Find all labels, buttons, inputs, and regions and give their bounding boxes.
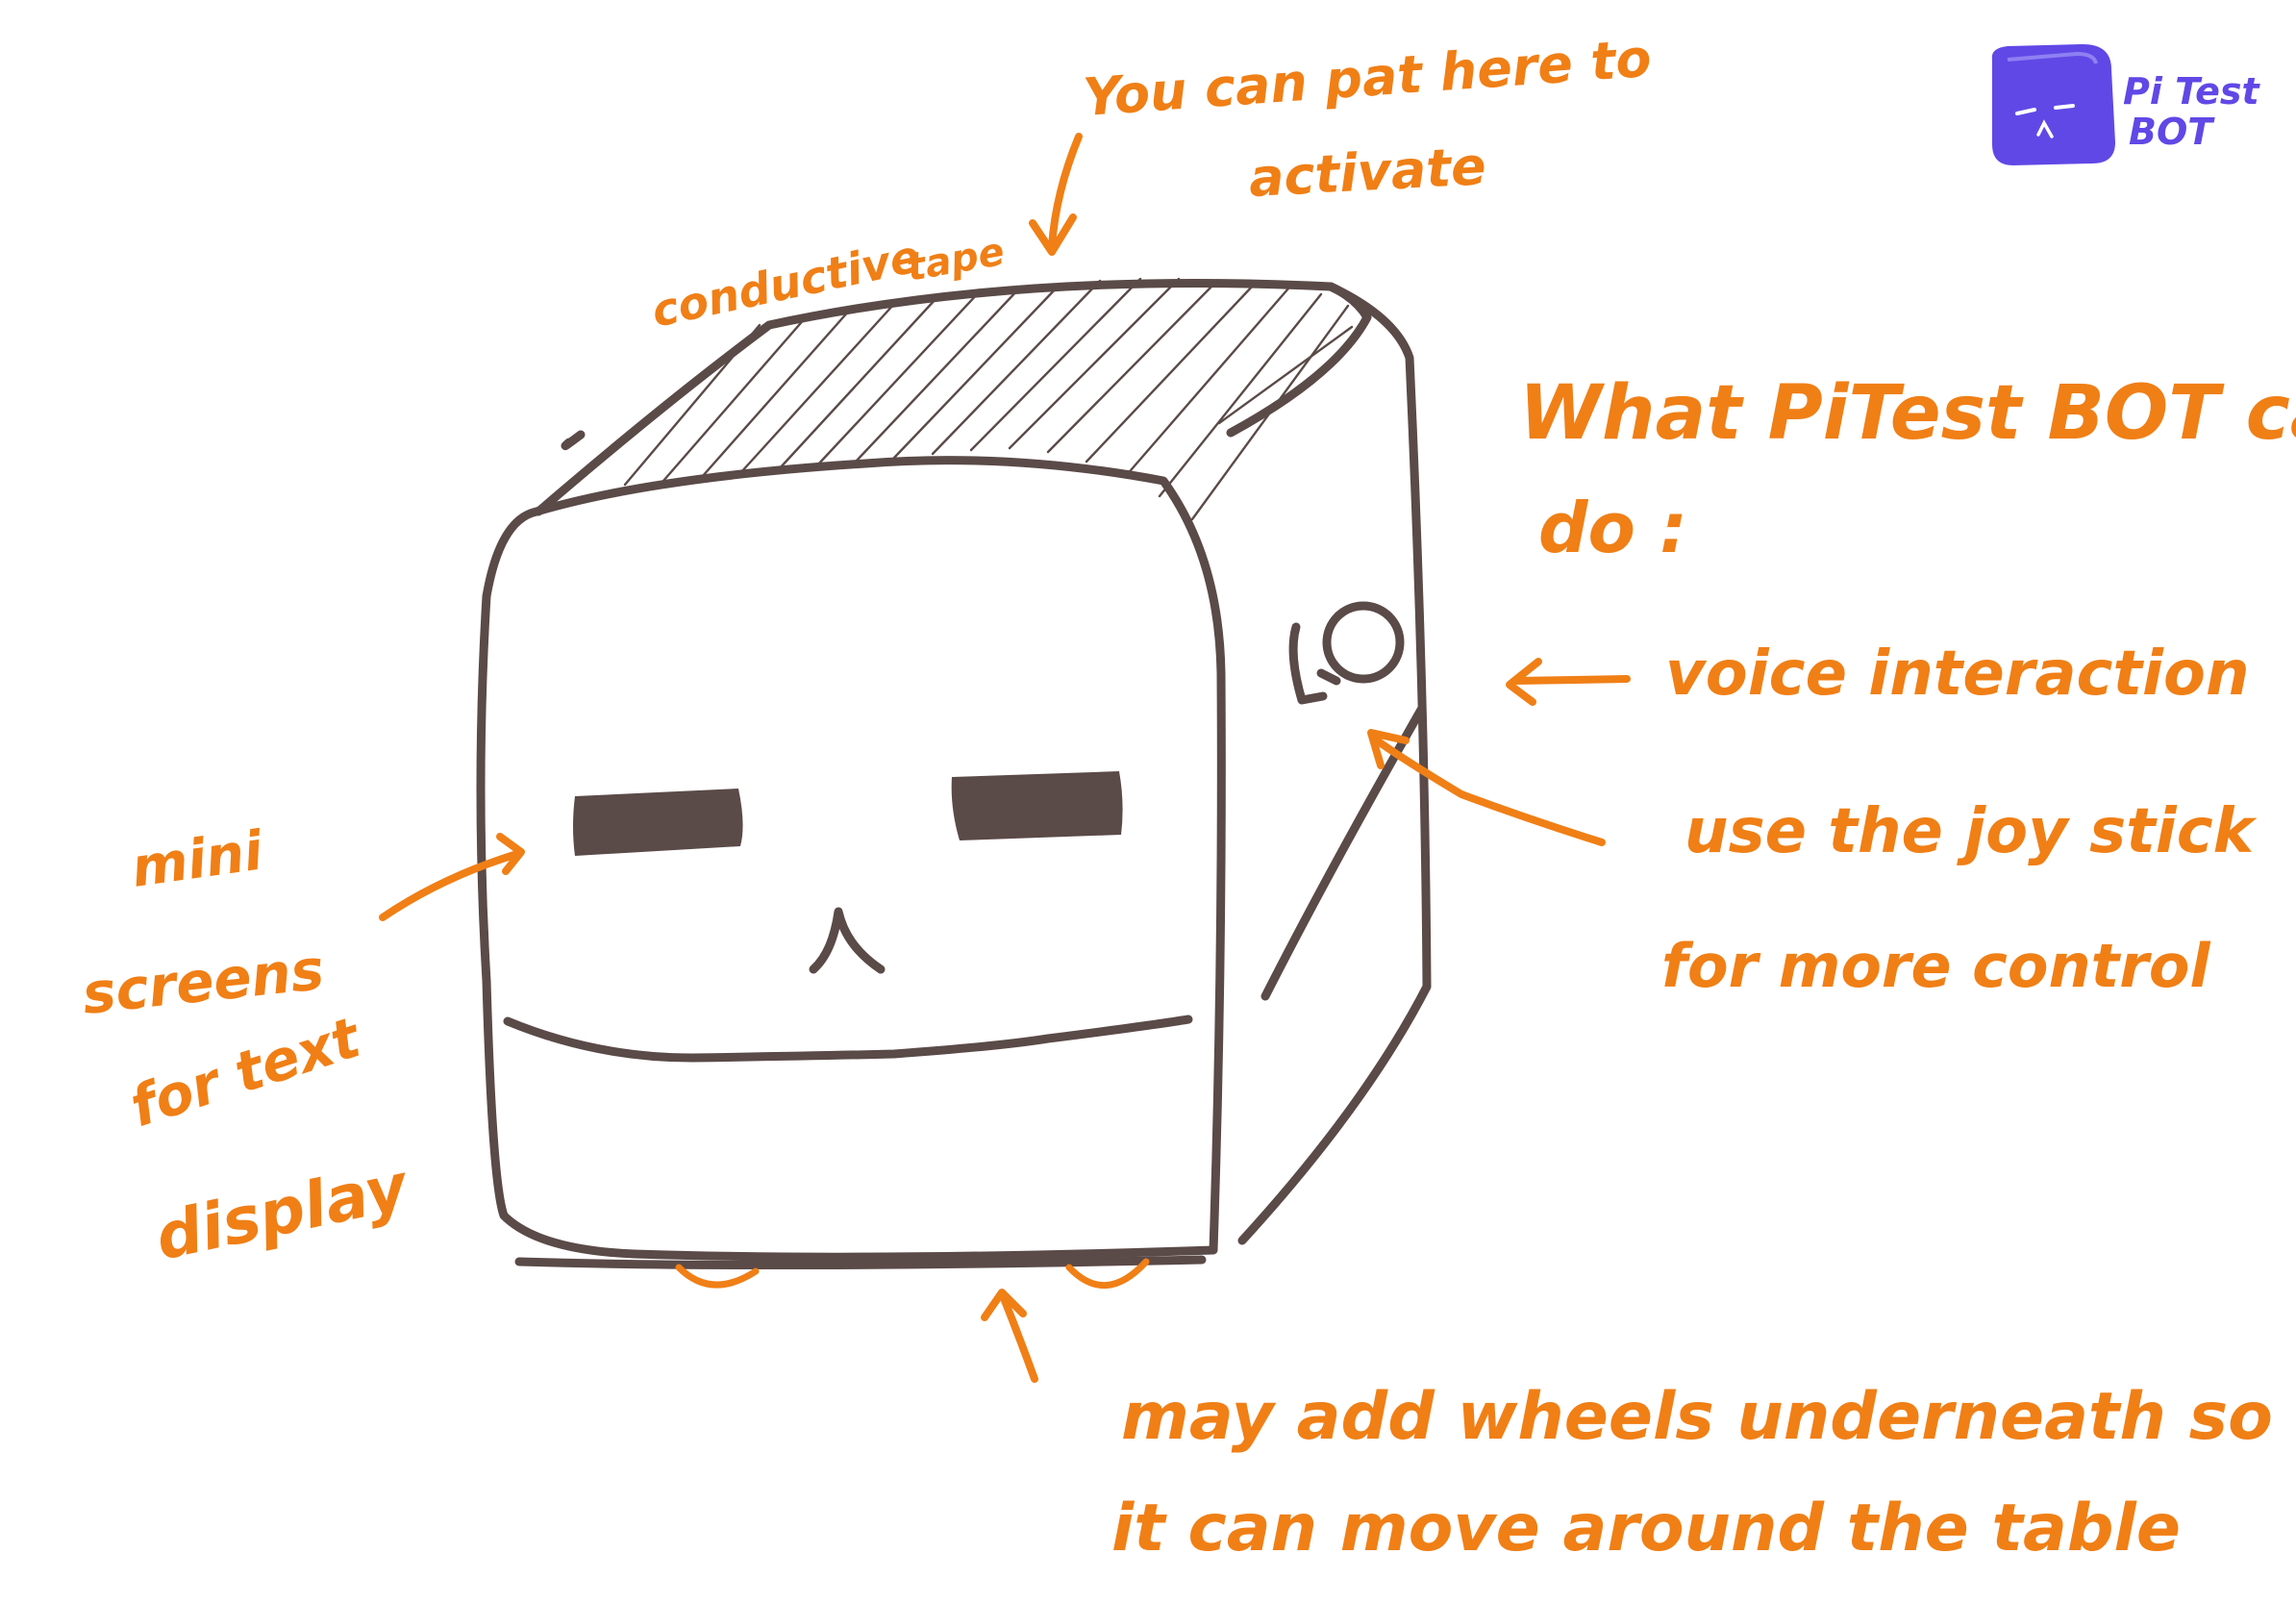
joystick-icon bbox=[1288, 601, 1405, 705]
heading-line-1: What PiTest BOT can bbox=[1519, 370, 2296, 457]
note-voice: voice interaction bbox=[1665, 639, 2250, 710]
arrow-joystick bbox=[1373, 737, 1606, 846]
note-screens-line-4: display bbox=[149, 1149, 416, 1275]
arrow-screens bbox=[379, 850, 521, 921]
arrow-pat bbox=[1048, 133, 1083, 250]
cube-side-face bbox=[1237, 282, 1432, 1245]
cube-top-edge bbox=[534, 278, 1372, 516]
note-tape-line-2: tape bbox=[904, 230, 1008, 290]
brand-line-2: BOT bbox=[2129, 111, 2215, 153]
brand-logo: Pi Test BOT bbox=[1991, 44, 2261, 165]
arrow-voice bbox=[1511, 675, 1631, 685]
note-joystick-line-1: use the joy stick bbox=[1685, 796, 2258, 867]
arrow-wheels bbox=[1000, 1294, 1038, 1383]
note-pat-line-1: You can pat here to bbox=[1082, 28, 1654, 128]
mini-screen-left bbox=[573, 789, 743, 856]
brand-cube-icon bbox=[1991, 44, 2115, 165]
mini-screen-right bbox=[951, 771, 1123, 840]
note-joystick-line-2: for more control bbox=[1661, 931, 2210, 1001]
note-wheels-line-2: it can move around the table bbox=[1111, 1491, 2181, 1566]
note-screens-line-2: screens bbox=[79, 937, 327, 1027]
heading-line-2: do : bbox=[1538, 488, 1687, 568]
wheel-left bbox=[675, 1264, 760, 1289]
note-wheels-line-1: may add wheels underneath so bbox=[1121, 1379, 2273, 1455]
cube-front-face bbox=[476, 456, 1226, 1262]
note-pat-line-2: activate bbox=[1247, 136, 1487, 209]
annotations: You can pat here to activate conductive … bbox=[79, 28, 2296, 1566]
wheel-right bbox=[1065, 1258, 1150, 1290]
note-screens-line-1: mini bbox=[128, 819, 267, 899]
robot-nose bbox=[809, 907, 886, 974]
robot-mouth bbox=[503, 1015, 1193, 1063]
annotation-arrows bbox=[379, 133, 1631, 1383]
brand-line-1: Pi Test bbox=[2123, 70, 2261, 113]
note-screens-line-3: for text bbox=[122, 1004, 369, 1140]
robot-cube bbox=[476, 277, 1432, 1290]
